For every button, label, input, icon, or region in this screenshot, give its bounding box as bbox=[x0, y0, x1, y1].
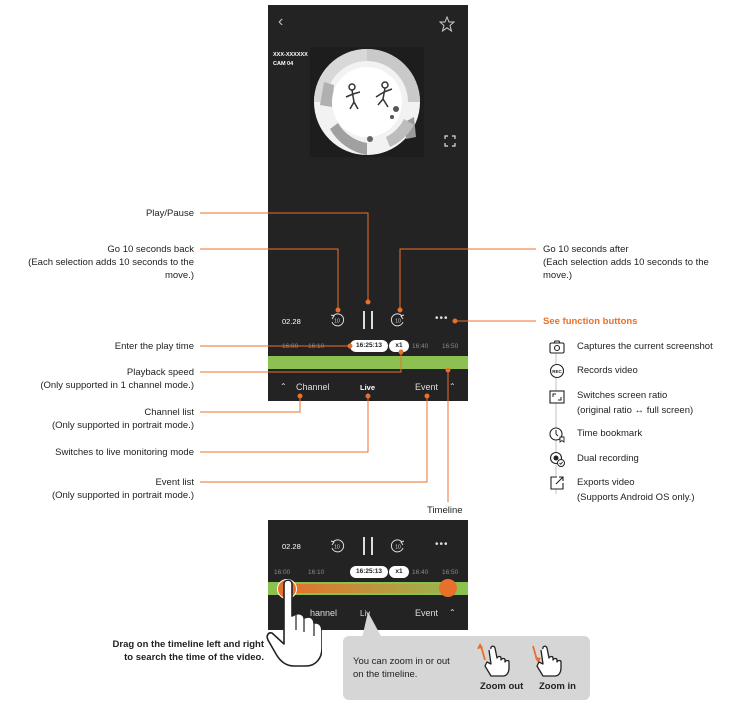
snippet-tick-3: 16:40 bbox=[412, 569, 429, 576]
annotation-play-pause: Play/Pause bbox=[146, 207, 194, 220]
annotation-channel-list-line2: (Only supported in portrait mode.) bbox=[51, 420, 194, 431]
drag-instruction-line2: to search the time of the video. bbox=[124, 652, 264, 663]
camera-name: CAM 04 bbox=[273, 61, 294, 67]
snippet-channel-button[interactable]: hannel bbox=[310, 608, 338, 618]
star-icon[interactable] bbox=[439, 16, 455, 32]
legend-bookmark-label: Time bookmark bbox=[577, 428, 643, 439]
annotation-speed-line2: (Only supported in 1 channel mode.) bbox=[40, 380, 194, 391]
annotation-event-list-line2: (Only supported in portrait mode.) bbox=[51, 490, 194, 501]
tick-4: 16:50 bbox=[442, 343, 459, 350]
start-time: 02.28 bbox=[282, 317, 301, 326]
svg-text:10: 10 bbox=[334, 319, 340, 325]
legend-record-label: Records video bbox=[577, 365, 638, 376]
annotation-live-text: Switches to live monitoring mode bbox=[55, 447, 194, 458]
snippet-tick-2: 16:10 bbox=[308, 569, 325, 576]
forward-10-icon[interactable]: 10 bbox=[390, 312, 406, 328]
annotation-speed-line1: Playback speed bbox=[126, 367, 194, 378]
play-pause-button[interactable] bbox=[363, 311, 373, 329]
svg-text:10: 10 bbox=[395, 319, 401, 325]
svg-text:10: 10 bbox=[395, 545, 401, 551]
live-button[interactable]: Live bbox=[360, 383, 376, 392]
camera-view bbox=[310, 47, 424, 157]
annotation-play-pause-text: Play/Pause bbox=[145, 208, 194, 219]
annotation-channel-list-line1: Channel list bbox=[144, 407, 194, 418]
snippet-start-time: 02.28 bbox=[282, 542, 301, 551]
snippet-speed[interactable]: x1 bbox=[389, 566, 409, 578]
zoom-note-text: You can zoom in or out on the timeline. bbox=[353, 655, 450, 681]
fisheye-image bbox=[314, 49, 420, 155]
zoom-callout-pointer bbox=[362, 612, 382, 638]
event-chevron-icon[interactable]: ⌃ bbox=[449, 382, 456, 391]
annotation-play-time-text: Enter the play time bbox=[114, 341, 194, 352]
annotation-back-10: Go 10 seconds back (Each selection adds … bbox=[28, 243, 194, 282]
annotation-channel-list: Channel list (Only supported in portrait… bbox=[52, 406, 194, 432]
legend-screenshot-label: Captures the current screenshot bbox=[577, 341, 713, 352]
snippet-event-button[interactable]: Event bbox=[415, 608, 439, 618]
zoom-note-line2: on the timeline. bbox=[353, 669, 418, 680]
phone-screen: ‹ XXX-XXXXXX CAM 04 0 bbox=[268, 5, 468, 401]
channel-button[interactable]: Channel bbox=[296, 382, 330, 392]
annotation-back-10-line1: Go 10 seconds back bbox=[107, 244, 194, 255]
timeline-bar[interactable] bbox=[268, 356, 468, 369]
snippet-more-options-icon[interactable]: ••• bbox=[435, 539, 449, 550]
annotation-event-list-line1: Event list bbox=[155, 477, 194, 488]
snippet-tick-1: 16:00 bbox=[274, 569, 291, 576]
snippet-live-button[interactable]: Liv bbox=[360, 609, 371, 618]
annotation-timeline: Timeline bbox=[427, 505, 463, 516]
playback-speed-button[interactable]: x1 bbox=[389, 340, 409, 352]
phone-timeline-snippet: 02.28 10 10 ••• 16:00 16:10 16:40 16:50 … bbox=[268, 520, 468, 630]
rewind-10-icon[interactable]: 10 bbox=[329, 312, 345, 328]
tick-3: 16:40 bbox=[412, 343, 429, 350]
bookmark-clock-icon bbox=[549, 427, 565, 443]
snippet-rewind-10-icon[interactable]: 10 bbox=[329, 538, 345, 554]
drag-gradient bbox=[284, 584, 450, 593]
annotation-event-list: Event list (Only supported in portrait m… bbox=[52, 476, 194, 502]
drag-handle-right[interactable] bbox=[439, 579, 457, 597]
annotation-after-10-line1: Go 10 seconds after bbox=[543, 244, 629, 255]
annotation-play-time: Enter the play time bbox=[115, 340, 194, 353]
snippet-play-pause-button[interactable] bbox=[363, 537, 373, 555]
snippet-tick-4: 16:50 bbox=[442, 569, 459, 576]
svg-text:REC: REC bbox=[552, 369, 562, 374]
snippet-play-time[interactable]: 16:25:13 bbox=[350, 566, 388, 578]
dual-record-icon bbox=[549, 451, 565, 467]
annotation-speed: Playback speed (Only supported in 1 chan… bbox=[40, 366, 194, 392]
legend-export-label: Exports video bbox=[577, 477, 635, 488]
annotation-function-buttons: See function buttons bbox=[543, 316, 638, 327]
svg-text:10: 10 bbox=[334, 545, 340, 551]
zoom-note-box: You can zoom in or out on the timeline. … bbox=[343, 636, 590, 700]
zoom-out-gesture-icon bbox=[477, 643, 510, 677]
annotation-live: Switches to live monitoring mode bbox=[55, 446, 194, 459]
drag-instruction-line1: Drag on the timeline left and right bbox=[112, 639, 264, 650]
legend-dual-label: Dual recording bbox=[577, 453, 639, 464]
zoom-out-label: Zoom out bbox=[480, 681, 524, 692]
fullscreen-icon[interactable] bbox=[444, 135, 456, 147]
annotation-after-10-line3: move.) bbox=[543, 270, 573, 281]
annotation-after-10-line2: (Each selection adds 10 seconds to the bbox=[543, 257, 709, 268]
export-icon bbox=[550, 476, 564, 490]
legend-export-label2: (Supports Android OS only.) bbox=[577, 492, 695, 503]
camera-icon bbox=[549, 340, 565, 354]
snippet-event-chevron-icon[interactable]: ⌃ bbox=[449, 608, 456, 617]
snippet-forward-10-icon[interactable]: 10 bbox=[390, 538, 406, 554]
more-options-icon[interactable]: ••• bbox=[435, 313, 449, 324]
legend-ratio-label2: (original ratio ↔ full screen) bbox=[577, 405, 694, 416]
drag-instruction: Drag on the timeline left and right to s… bbox=[113, 638, 264, 664]
zoom-in-gesture-icon bbox=[532, 645, 562, 677]
screen-ratio-icon bbox=[549, 390, 565, 404]
annotation-after-10: Go 10 seconds after (Each selection adds… bbox=[543, 243, 709, 282]
zoom-note-line1: You can zoom in or out bbox=[353, 656, 450, 667]
device-id: XXX-XXXXXX bbox=[273, 52, 308, 58]
rec-icon: REC bbox=[549, 363, 565, 379]
annotation-back-10-line2: (Each selection adds 10 seconds to the bbox=[28, 257, 194, 268]
legend-ratio-label: Switches screen ratio bbox=[577, 390, 668, 401]
event-button[interactable]: Event bbox=[415, 382, 439, 392]
back-icon[interactable]: ‹ bbox=[278, 13, 284, 30]
play-time-input[interactable]: 16:25:13 bbox=[350, 340, 388, 352]
zoom-in-label: Zoom in bbox=[539, 681, 576, 692]
annotation-back-10-line3: move.) bbox=[164, 270, 194, 281]
channel-chevron-icon[interactable]: ⌃ bbox=[280, 382, 287, 391]
hand-drag-icon bbox=[266, 579, 322, 667]
